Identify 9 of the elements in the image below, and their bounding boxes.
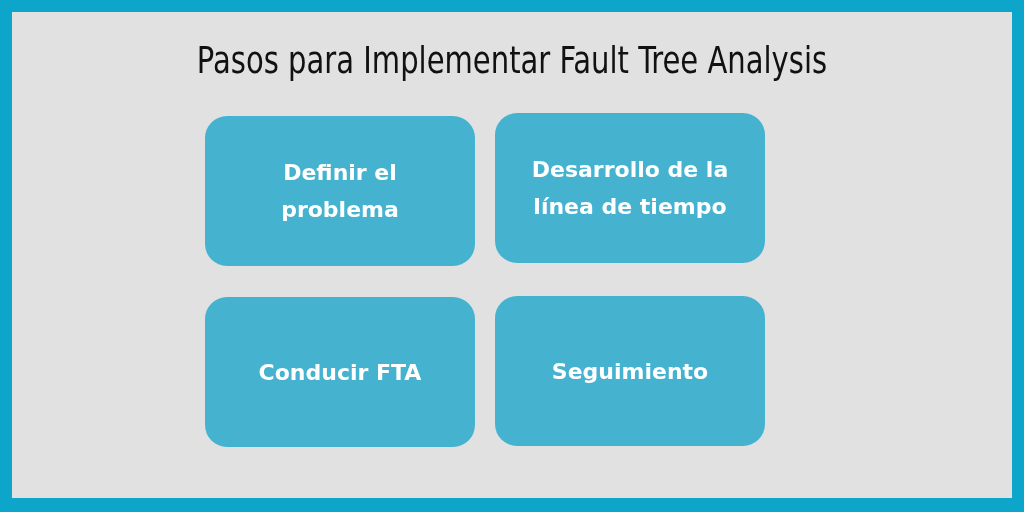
step-box <box>205 116 475 266</box>
step-box <box>205 297 475 447</box>
step-box <box>495 113 765 263</box>
step-label: Seguimiento <box>550 357 710 386</box>
step-box <box>495 296 765 446</box>
step-label: Desarrollo de la línea de tiempo <box>530 156 730 221</box>
step-label: Conducir FTA <box>257 358 423 387</box>
step-label: Definir el problema <box>280 159 400 224</box>
title: Pasos para Implementar Fault Tree Analysis <box>195 38 829 82</box>
